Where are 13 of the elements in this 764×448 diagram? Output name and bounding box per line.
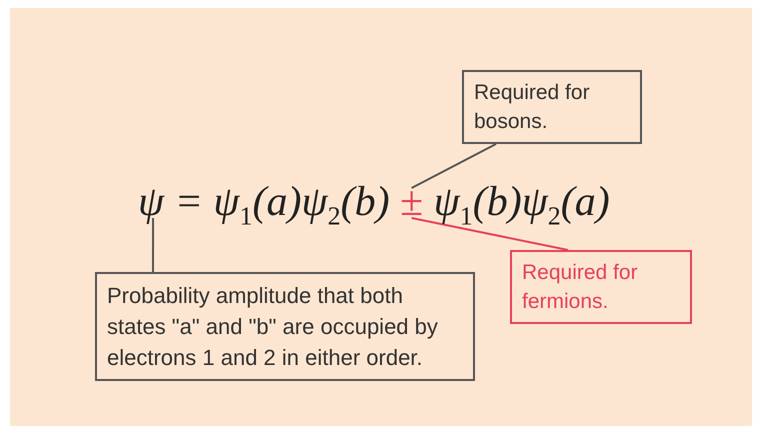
leader-line <box>411 217 568 251</box>
equation-text: ψ$_{1}$(b)ψ$_{2}$(a) <box>434 178 610 232</box>
callout-box <box>510 250 692 324</box>
psi-symbol: ψ <box>138 178 164 226</box>
callout-text: Required for bosons. <box>474 81 590 133</box>
callout-box <box>462 70 642 144</box>
equation-text: = ψ$_{1}$(a)ψ$_{2}$(b) <box>174 178 390 232</box>
callout-text: Probability amplitude that both states "a" and "b" are occupied by electrons 1 and 2 in either order. <box>107 283 438 370</box>
plus-minus-sign: ± <box>400 178 424 226</box>
leader-line <box>411 143 496 189</box>
leader-line <box>152 218 154 272</box>
callout-text: Required for fermions. <box>522 261 638 313</box>
callout-box <box>95 272 475 381</box>
